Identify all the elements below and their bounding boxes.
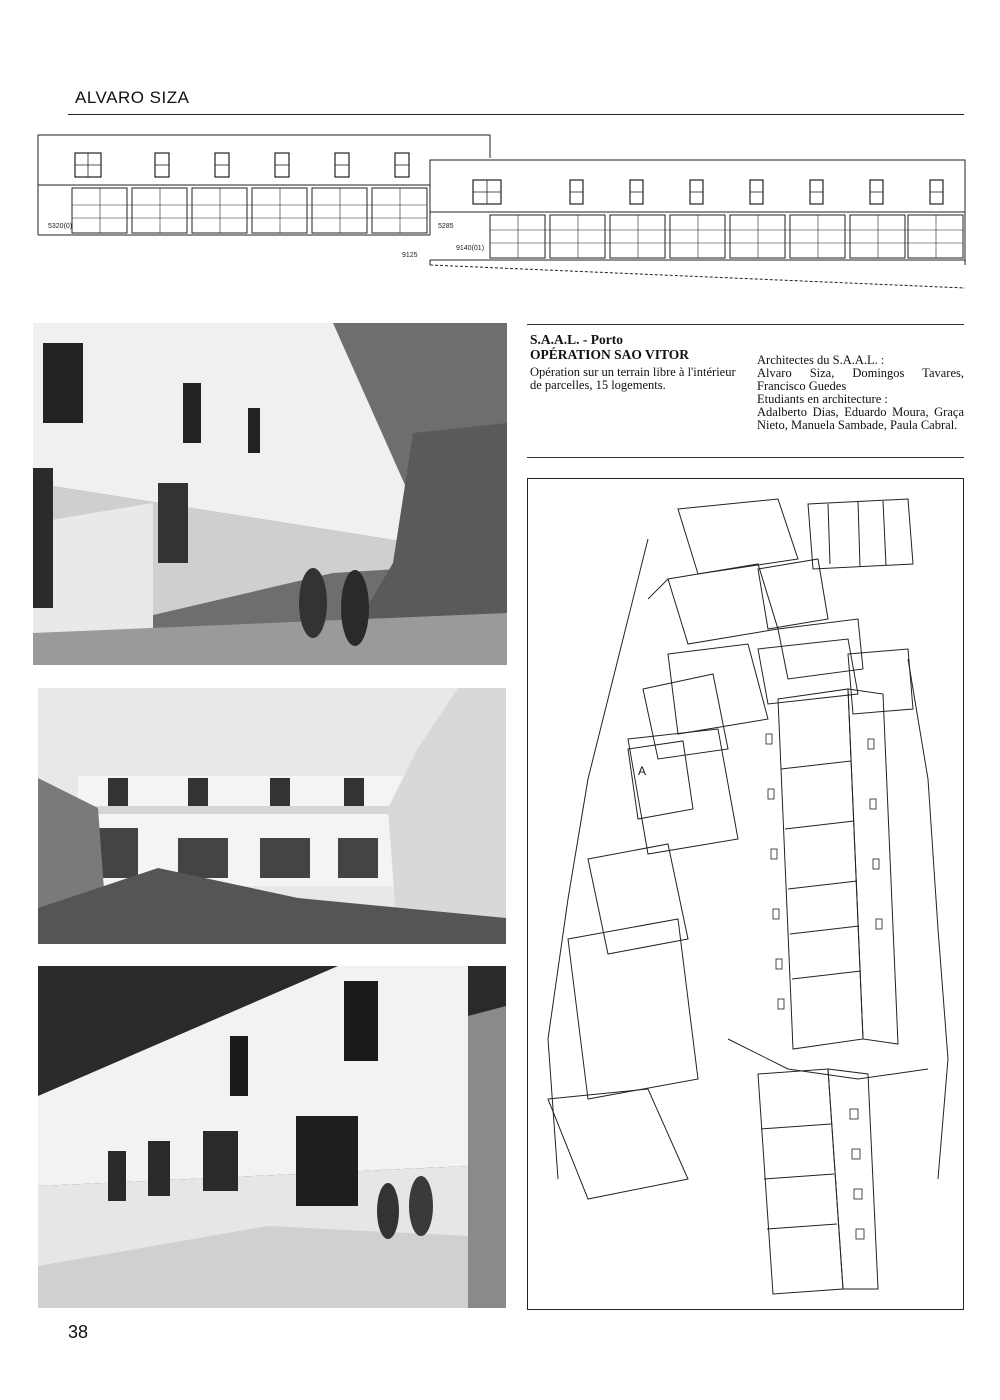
caption-description: Opération sur un terrain libre à l'intér… <box>530 365 736 392</box>
caption-heading-line: S.A.A.L. - Porto <box>530 332 623 347</box>
students-label: Etudiants en architecture : <box>757 392 888 406</box>
section-title: ALVARO SIZA <box>75 88 190 107</box>
architects-names: Alvaro Siza, Domingos Tavares, Francisco… <box>757 366 964 393</box>
elevation-level-label: 5320(0) <box>48 223 72 230</box>
credits-block: Architectes du S.A.A.L. : Alvaro Siza, D… <box>757 354 964 432</box>
photo-courtyard-children <box>33 323 507 665</box>
architects-label: Architectes du S.A.A.L. : <box>757 353 885 367</box>
axonometric-plan: A <box>527 478 964 1310</box>
caption-top-rule <box>527 324 964 325</box>
plan-marker-label: A <box>638 764 646 778</box>
header-rule <box>68 114 964 115</box>
page-number: 38 <box>68 1322 89 1342</box>
photo-facade-two-children <box>38 966 506 1308</box>
elevation-level-label: 5285 <box>438 223 454 230</box>
elevation-level-label: 9140(01) <box>456 245 484 252</box>
caption-heading-line: OPÉRATION SAO VITOR <box>530 347 690 362</box>
elevation-drawing: 5320(0) 5285 9140(01) 9125 <box>30 130 970 295</box>
students-names: Adalberto Dias, Eduardo Moura, Graça Nie… <box>757 405 964 432</box>
elevation-level-label: 9125 <box>402 252 418 259</box>
photo-rear-facade-rubble <box>38 688 506 944</box>
caption-heading: S.A.A.L. - Porto OPÉRATION SAO VITOR <box>530 332 750 362</box>
caption-bottom-rule <box>527 457 964 458</box>
